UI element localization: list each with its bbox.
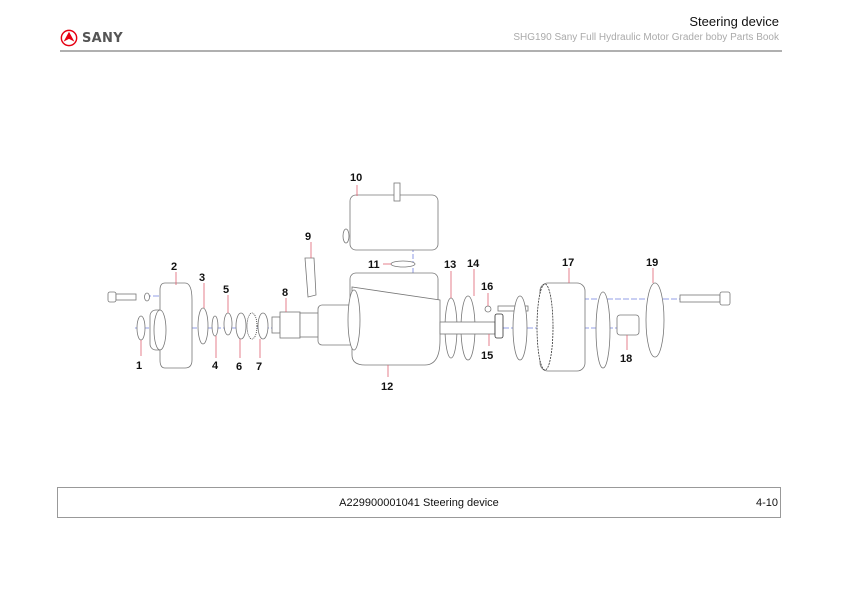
callout-16: 16 bbox=[481, 281, 493, 293]
bolt-right bbox=[679, 291, 731, 306]
callout-12: 12 bbox=[381, 381, 393, 393]
callout-19: 19 bbox=[646, 257, 658, 269]
callout-18: 18 bbox=[620, 353, 632, 365]
bolt-left bbox=[107, 291, 150, 303]
callout-2: 2 bbox=[171, 261, 177, 273]
callout-14: 14 bbox=[467, 258, 480, 270]
page-title: Steering device bbox=[689, 14, 779, 29]
assembly-title: A229900001041 Steering device bbox=[339, 497, 499, 509]
footer-box: A229900001041 Steering device 4-10 bbox=[57, 487, 781, 518]
part-3-ring bbox=[197, 307, 209, 345]
callout-3: 3 bbox=[199, 272, 205, 284]
callout-4: 4 bbox=[212, 360, 219, 372]
page-number: 4-10 bbox=[755, 497, 778, 509]
part-16-ball bbox=[484, 305, 492, 313]
callout-11: 11 bbox=[368, 259, 380, 271]
sany-logo-icon bbox=[60, 29, 78, 47]
part-18-spacer bbox=[616, 314, 640, 336]
callout-5: 5 bbox=[223, 284, 229, 296]
callout-9: 9 bbox=[305, 231, 311, 243]
part-17-gerotor bbox=[536, 282, 586, 372]
callout-8: 8 bbox=[282, 287, 288, 299]
part-10-valve-block bbox=[342, 182, 439, 251]
callout-6: 6 bbox=[236, 361, 242, 373]
part-1-oring bbox=[136, 315, 146, 341]
brand-name: SANY bbox=[82, 30, 123, 46]
callout-1: 1 bbox=[136, 360, 142, 372]
part-4-ring bbox=[211, 315, 219, 337]
callout-13: 13 bbox=[444, 259, 456, 271]
part-11-oring bbox=[390, 260, 416, 268]
sany-logo: SANY bbox=[60, 29, 123, 47]
part-9-plate bbox=[304, 257, 317, 298]
callout-17: 17 bbox=[562, 257, 574, 269]
part-6-washer bbox=[235, 312, 247, 340]
part-7-needle-bearing bbox=[246, 312, 258, 340]
callout-10: 10 bbox=[350, 172, 362, 184]
callout-15: 15 bbox=[481, 350, 493, 362]
part-12-housing bbox=[347, 272, 441, 366]
book-subtitle: SHG190 Sany Full Hydraulic Motor Grader … bbox=[513, 32, 779, 43]
part-5-bearing bbox=[223, 312, 233, 336]
header-divider bbox=[60, 50, 782, 52]
part-2-flange bbox=[149, 282, 193, 369]
part-15-shaft bbox=[439, 321, 496, 335]
part-19-end-cap bbox=[645, 282, 665, 358]
part-8-spool bbox=[271, 304, 355, 346]
callout-7: 7 bbox=[256, 361, 262, 373]
